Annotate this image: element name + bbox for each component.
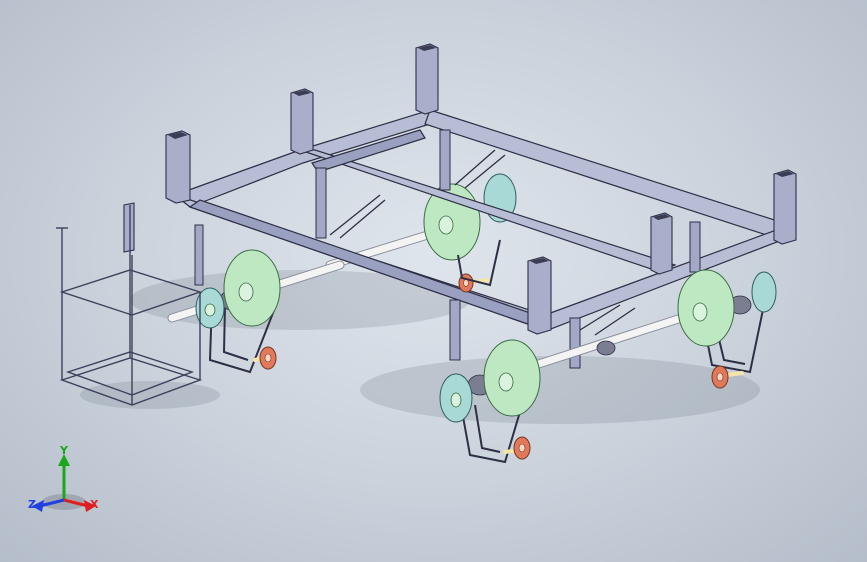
cage-frame[interactable]	[56, 202, 203, 406]
shadow	[80, 270, 760, 424]
triad-z-label: Z	[28, 498, 36, 511]
left-drive-assembly[interactable]	[195, 249, 281, 374]
right-drive-assembly[interactable]	[677, 269, 777, 389]
right-shaft[interactable]	[515, 307, 705, 375]
corner-posts[interactable]	[165, 43, 797, 335]
x-arrow-icon	[84, 500, 96, 512]
front-drive-assembly[interactable]	[439, 339, 616, 464]
y-arrow-icon	[58, 454, 70, 466]
triad-y-label: Y	[60, 444, 68, 457]
triad-graphic	[32, 454, 96, 512]
rear-right-pulley[interactable]	[423, 173, 517, 261]
z-arrow-icon	[32, 500, 44, 512]
main-frame[interactable]	[173, 109, 792, 369]
triad-x-label: X	[90, 498, 99, 511]
orientation-triad[interactable]: Y X Z	[22, 440, 112, 520]
rear-left-wheel[interactable]	[457, 239, 501, 293]
